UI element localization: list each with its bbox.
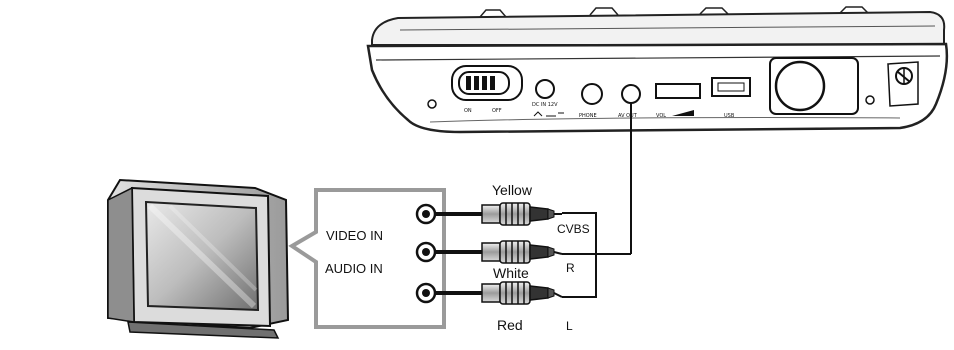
audio-in-left-jack[interactable] bbox=[415, 282, 437, 304]
switch-on-label: ON bbox=[464, 108, 472, 114]
r-label: R bbox=[566, 261, 575, 275]
side-knob bbox=[887, 61, 919, 107]
red-plug bbox=[435, 281, 563, 305]
dc-in-label: DC IN 12V bbox=[532, 102, 558, 108]
cvbs-label: CVBS bbox=[557, 222, 590, 236]
tv-input-panel: VIDEO IN AUDIO IN bbox=[288, 188, 446, 329]
l-label: L bbox=[566, 319, 573, 333]
phone-label: PHONE bbox=[579, 113, 597, 119]
screw-icon bbox=[427, 99, 437, 109]
tv-screen bbox=[144, 200, 260, 312]
volume-slider[interactable]: VOL bbox=[655, 83, 701, 119]
white-label: White bbox=[493, 265, 529, 281]
switch-off-label: OFF bbox=[492, 108, 502, 114]
tv-stand bbox=[127, 321, 280, 339]
control-dial[interactable] bbox=[769, 57, 859, 115]
yellow-label: Yellow bbox=[492, 182, 533, 198]
red-label: Red bbox=[497, 317, 523, 333]
television bbox=[107, 178, 290, 339]
av-cable bbox=[562, 103, 632, 298]
screw-icon bbox=[865, 95, 875, 105]
dc-in-port[interactable]: DC IN 12V bbox=[532, 79, 564, 117]
white-plug bbox=[435, 240, 563, 264]
usb-port[interactable]: USB bbox=[711, 77, 751, 119]
dvd-player: ON OFF DC IN 12V PHONE AV OUT VOL bbox=[366, 6, 949, 134]
audio-in-right-jack[interactable] bbox=[415, 241, 437, 263]
usb-label: USB bbox=[724, 113, 735, 119]
audio-in-label: AUDIO IN bbox=[325, 261, 383, 276]
video-in-jack[interactable] bbox=[415, 203, 437, 225]
yellow-plug bbox=[435, 202, 562, 226]
phone-jack[interactable]: PHONE bbox=[579, 83, 603, 119]
av-out-label: AV OUT bbox=[618, 113, 638, 119]
vol-label: VOL bbox=[656, 113, 666, 119]
power-switch[interactable]: ON OFF bbox=[451, 65, 523, 114]
video-in-label: VIDEO IN bbox=[326, 228, 383, 243]
